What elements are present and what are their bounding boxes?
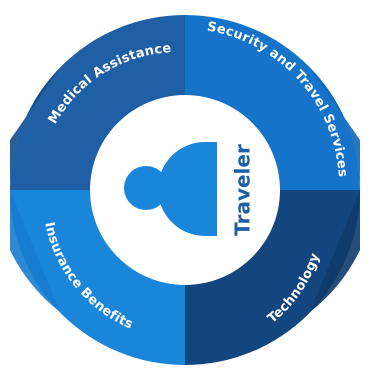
center-label-traveler: Traveler (231, 144, 255, 236)
corner-top-left (10, 68, 60, 190)
person-head-icon (124, 166, 168, 210)
corner-top-right (310, 68, 360, 190)
segment-insurance-benefits (10, 190, 185, 365)
segment-medical-assistance (10, 15, 185, 190)
segment-technology (185, 190, 360, 365)
person-body-icon (158, 142, 217, 236)
segment-security-travel-services (185, 15, 360, 190)
corner-bottom-right (310, 190, 360, 312)
person-icon (124, 142, 217, 236)
corner-bottom-left (10, 190, 60, 312)
